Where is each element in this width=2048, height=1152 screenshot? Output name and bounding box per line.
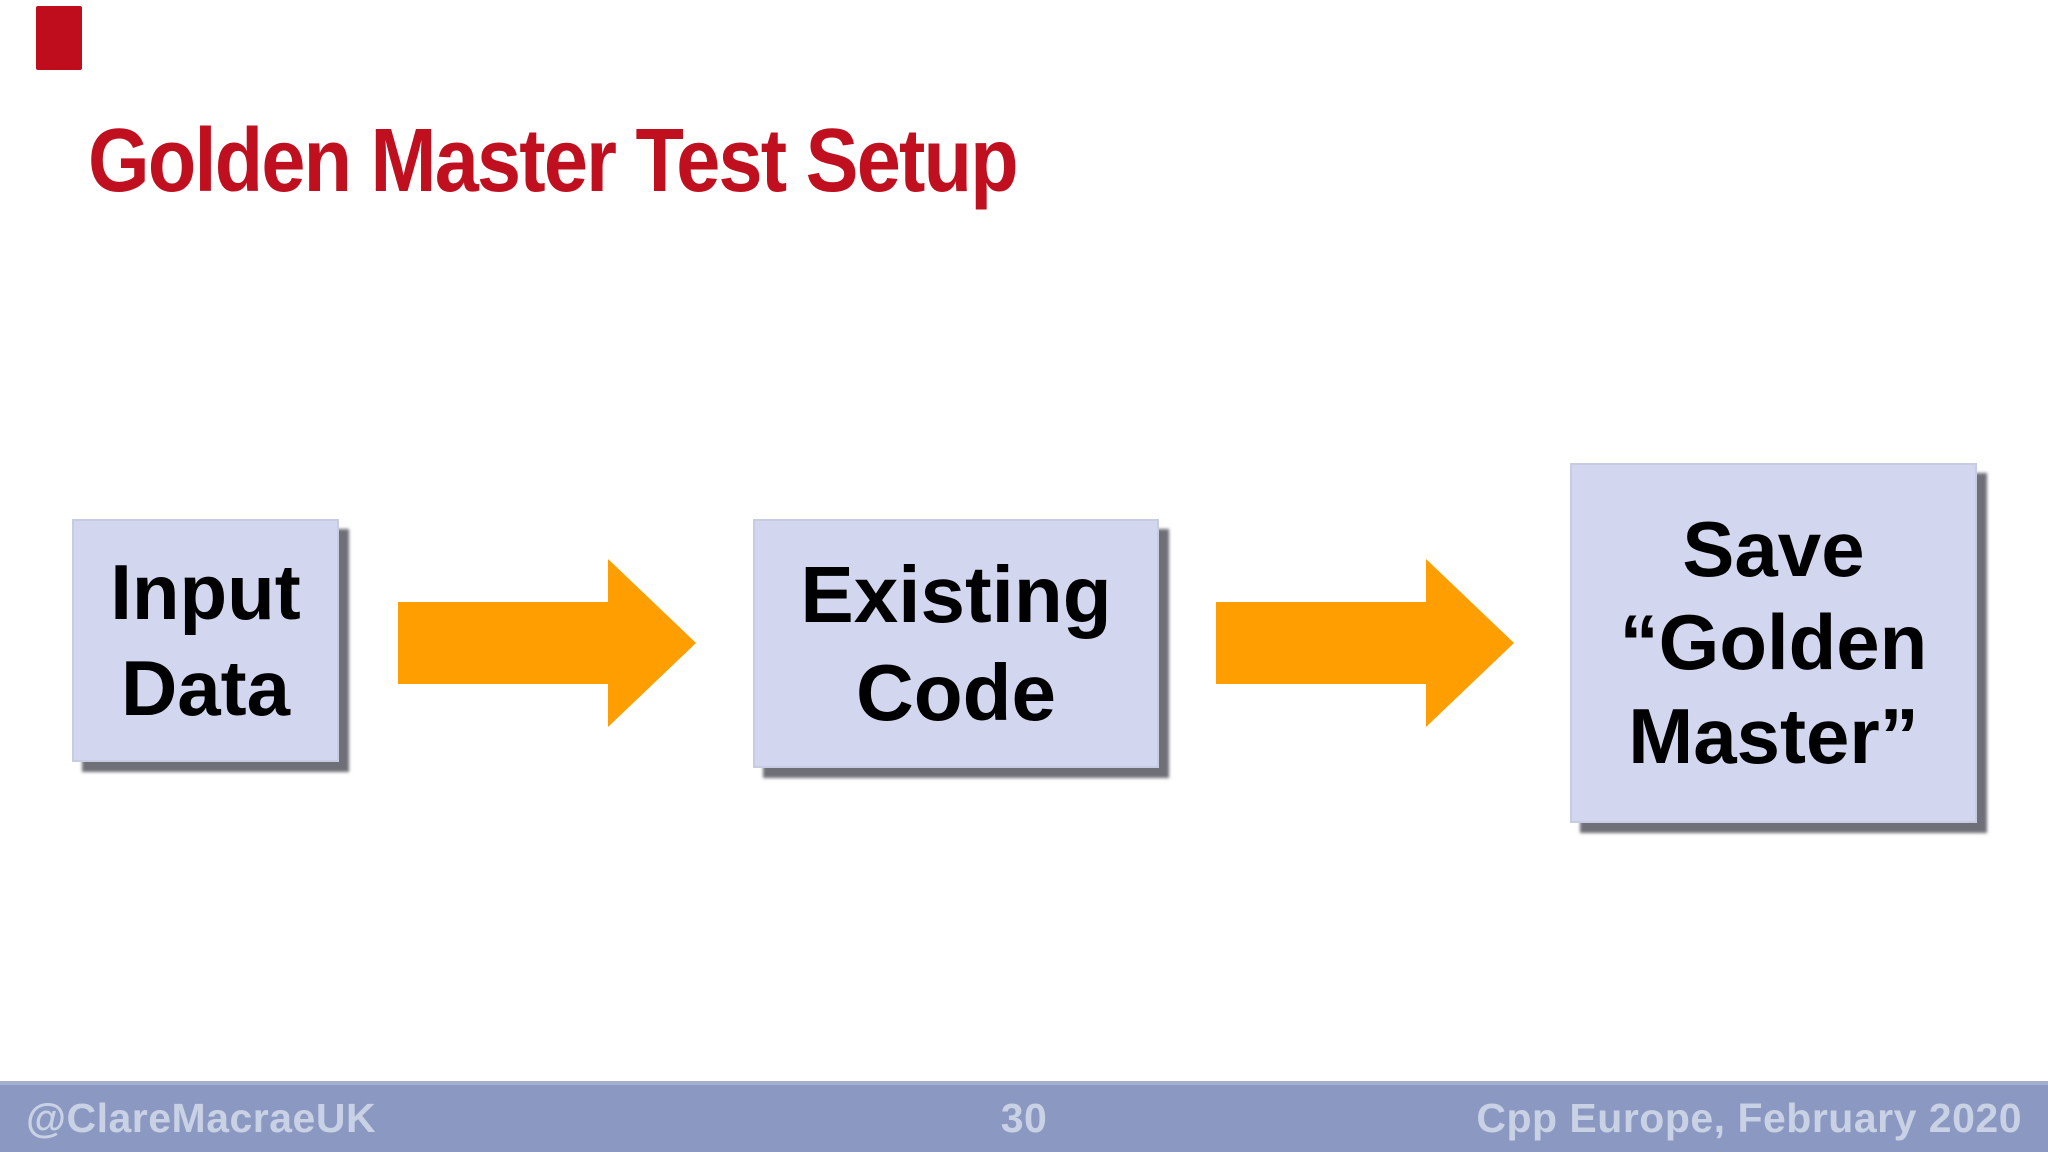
footer-event-name: Cpp Europe, February 2020 [1476,1095,2023,1141]
flow-box-label-line: Save [1682,504,1865,593]
flow-box-label-line: Master” [1628,691,1919,780]
flow-box-save-golden-master: Save “Golden Master” [1570,463,1977,823]
red-corner-artifact [36,6,82,70]
flow-arrow-right-icon [398,559,696,727]
page-title: Golden Master Test Setup [88,111,1019,211]
flow-box-input-data: Input Data [72,519,339,762]
flow-box-label-line: Input [110,548,301,637]
footer-twitter-handle: @ClareMacraeUK [26,1095,377,1141]
flow-box-label-line: “Golden [1619,598,1928,687]
footer-bar: @ClareMacraeUK 30 Cpp Europe, February 2… [0,1081,2048,1152]
flow-arrow-right-icon [1216,559,1514,727]
flow-box-label-line: Code [856,647,1056,737]
flow-box-label-line: Existing [800,549,1112,639]
footer-page-number: 30 [1000,1095,1048,1141]
flow-box-existing-code: Existing Code [753,519,1159,768]
flow-box-label-line: Data [120,643,291,732]
